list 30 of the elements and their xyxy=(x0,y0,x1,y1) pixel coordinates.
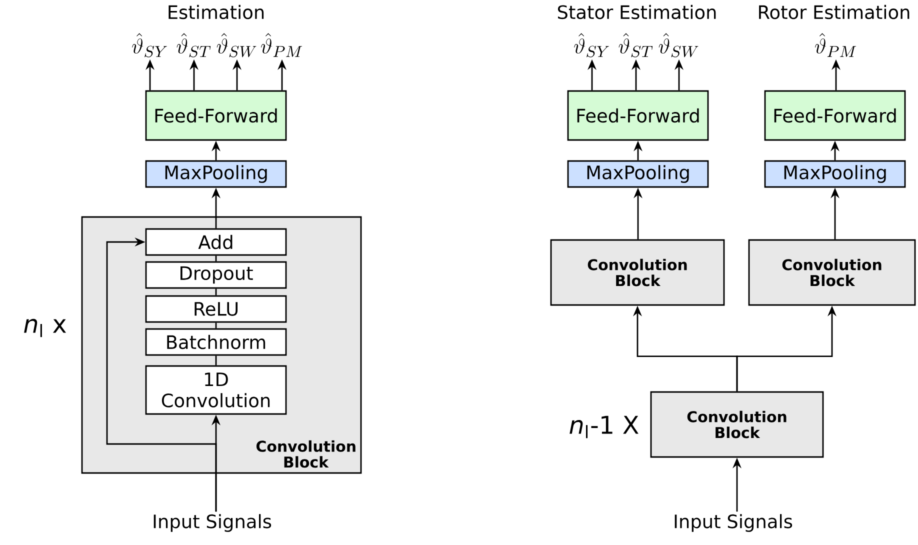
heading: Estimation xyxy=(168,4,264,20)
convolution-block: Convolution Block xyxy=(748,239,916,306)
input-label: Input Signals xyxy=(674,514,792,532)
feed-forward-box: Feed-Forward xyxy=(145,90,287,141)
feed-forward-box: Feed-Forward xyxy=(764,90,906,141)
layer-box: ReLU xyxy=(145,295,287,323)
output-symbol: $\hat{\vartheta}_{SY}$ xyxy=(132,33,167,58)
layer-box: Dropout xyxy=(145,261,287,289)
feed-forward-box: Feed-Forward xyxy=(567,90,709,141)
arrow xyxy=(106,238,217,512)
repeat-label: n$_{l}$-1 X xyxy=(570,416,638,438)
output-symbol: $\hat{\vartheta}_{SW}$ xyxy=(216,33,256,58)
output-symbol: $\hat{\vartheta}_{SY}$ xyxy=(574,33,609,58)
heading: Rotor Estimation xyxy=(759,4,910,20)
output-symbol: $\hat{\vartheta}_{ST}$ xyxy=(618,33,653,58)
input-label: Input Signals xyxy=(154,514,272,532)
pooling-box: MaxPooling xyxy=(145,160,287,188)
pooling-box: MaxPooling xyxy=(764,160,906,188)
output-symbol: $\hat{\vartheta}_{PM}$ xyxy=(261,33,302,57)
heading: Stator Estimation xyxy=(558,4,716,20)
convolution-block: Convolution Block xyxy=(650,391,824,458)
output-symbol: $\hat{\vartheta}_{SW}$ xyxy=(658,33,698,58)
output-symbol: $\hat{\vartheta}_{ST}$ xyxy=(176,33,211,58)
repeat-label: n$_{l}$ x xyxy=(24,318,66,338)
output-symbol: $\hat{\vartheta}_{PM}$ xyxy=(815,33,856,57)
layer-box: Add xyxy=(145,228,287,256)
layer-box: Batchnorm xyxy=(145,328,287,356)
pooling-box: MaxPooling xyxy=(567,160,709,188)
convolution-block: Convolution Block xyxy=(550,239,725,306)
layer-box: 1D Convolution xyxy=(145,365,287,415)
